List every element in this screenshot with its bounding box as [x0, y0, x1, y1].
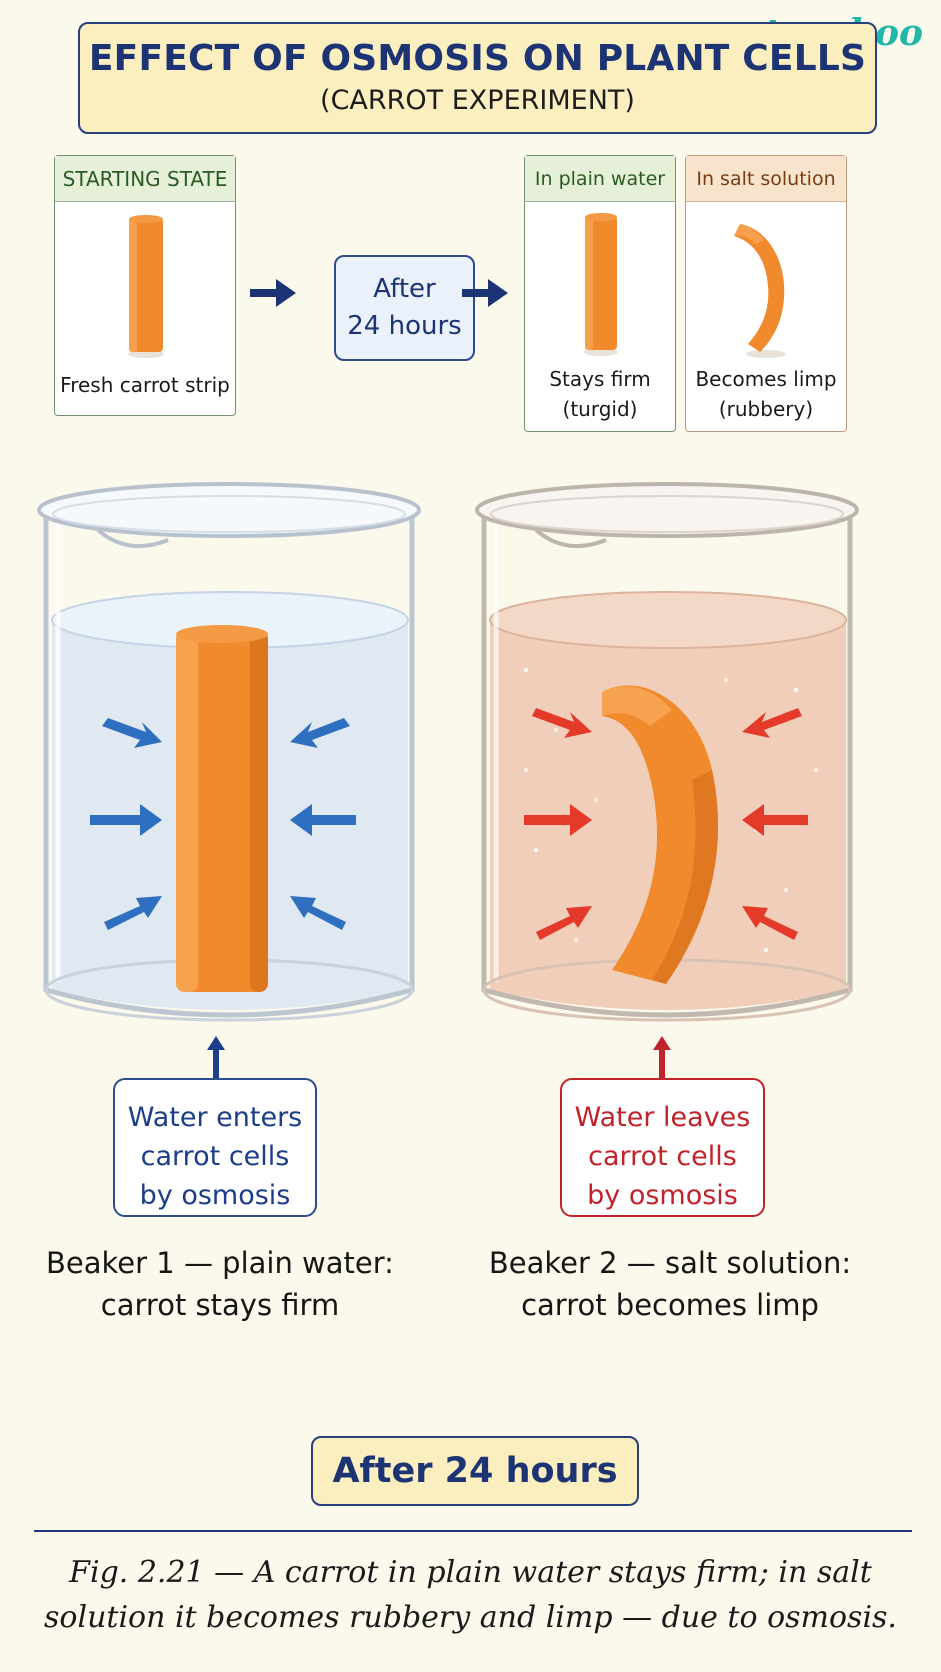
salt-caption-line2: (rubbery)	[718, 397, 814, 421]
starting-state-panel: STARTING STATE Fresh carrot strip	[54, 155, 236, 416]
divider	[34, 1530, 912, 1532]
beaker2-caption: Beaker 2 — salt solution: carrot becomes…	[470, 1242, 870, 1326]
page-title: EFFECT OF OSMOSIS ON PLANT CELLS	[88, 38, 867, 79]
water-in-arrows	[90, 718, 356, 930]
water-leaves-line2: carrot cells	[588, 1141, 737, 1172]
right-arrow-icon	[462, 279, 508, 307]
up-arrow-red-icon	[653, 1036, 671, 1082]
after-24-hours-bottom-label: After 24 hours	[311, 1436, 639, 1506]
page-subtitle: (CARROT EXPERIMENT)	[320, 85, 635, 116]
water-enters-line3: by osmosis	[139, 1180, 291, 1211]
plain-water-panel: In plain water Stays firm (turgid)	[524, 155, 676, 432]
limp-carrot-icon	[734, 224, 786, 358]
after-label-line2: 24 hours	[347, 311, 462, 341]
water-leaves-line3: by osmosis	[587, 1180, 738, 1211]
up-arrow-blue-icon	[207, 1036, 225, 1082]
fresh-carrot-strip-icon	[128, 215, 164, 358]
water-enters-line2: carrot cells	[140, 1141, 290, 1172]
firm-carrot-icon	[584, 213, 618, 356]
salt-solution-header: In salt solution	[686, 156, 846, 202]
after-24-hours-box: After 24 hours	[334, 255, 475, 361]
title-box: EFFECT OF OSMOSIS ON PLANT CELLS (CARROT…	[78, 22, 877, 134]
plain-caption-line2: (turgid)	[562, 397, 638, 421]
beaker2-caption-line2: carrot becomes limp	[521, 1288, 819, 1322]
starting-state-header: STARTING STATE	[55, 156, 235, 202]
figure-caption-line2: solution it becomes rubbery and limp — d…	[44, 1600, 897, 1635]
starting-state-caption: Fresh carrot strip	[60, 373, 230, 397]
beaker2-caption-line1: Beaker 2 — salt solution:	[488, 1246, 852, 1280]
plain-water-caption: Stays firm (turgid)	[525, 364, 675, 424]
beaker-plain-water	[37, 482, 421, 1022]
water-out-arrows	[524, 708, 808, 940]
salt-solution-panel: In salt solution Becomes limp (rubbery)	[685, 155, 847, 432]
salt-caption-line1: Becomes limp	[695, 367, 837, 391]
beaker1-caption: Beaker 1 — plain water: carrot stays fir…	[30, 1242, 410, 1326]
water-leaves-label: Water leaves carrot cells by osmosis	[560, 1078, 765, 1217]
plain-water-header: In plain water	[525, 156, 675, 202]
water-enters-line1: Water enters	[127, 1102, 303, 1133]
plain-caption-line1: Stays firm	[549, 367, 651, 391]
beaker1-caption-line1: Beaker 1 — plain water:	[46, 1246, 394, 1280]
beaker1-caption-line2: carrot stays firm	[100, 1288, 340, 1322]
water-leaves-line1: Water leaves	[574, 1102, 751, 1133]
salt-solution-caption: Becomes limp (rubbery)	[686, 364, 846, 424]
beaker-salt-solution	[475, 482, 859, 1022]
right-arrow-icon	[250, 279, 296, 307]
after-label-line1: After	[373, 274, 436, 304]
figure-caption: Fig. 2.21 — A carrot in plain water stay…	[20, 1550, 921, 1640]
water-enters-label: Water enters carrot cells by osmosis	[113, 1078, 317, 1217]
figure-caption-line1: Fig. 2.21 — A carrot in plain water stay…	[69, 1555, 872, 1590]
